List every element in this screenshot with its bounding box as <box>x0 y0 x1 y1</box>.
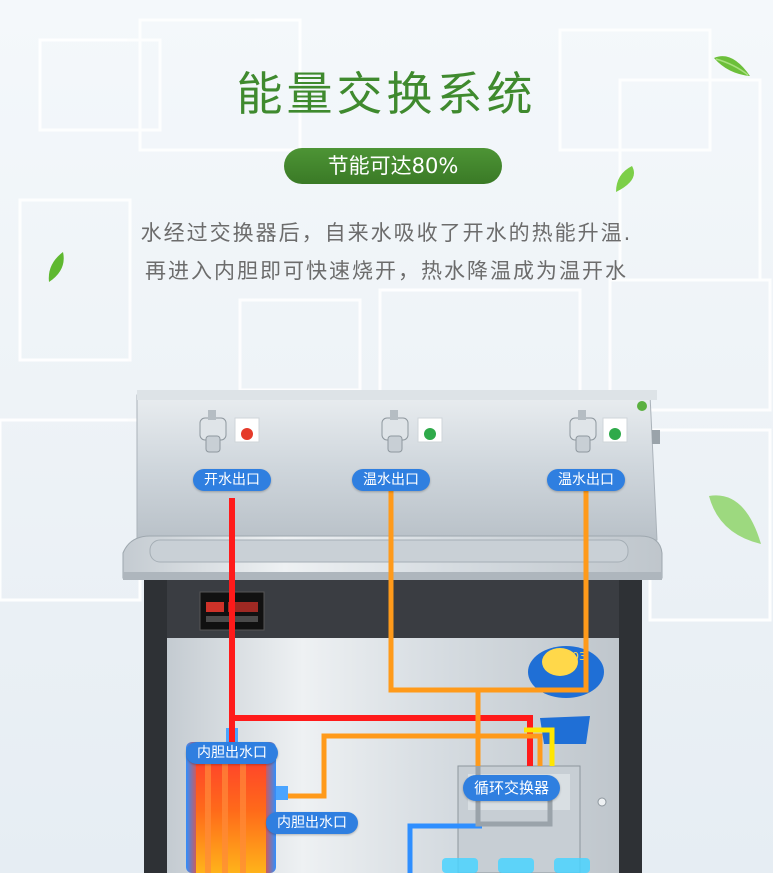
page-title: 能量交换系统 <box>236 67 537 121</box>
label-warm-outlet-2: 温水出口 <box>547 469 625 491</box>
label-warm-outlet-1: 温水出口 <box>352 469 430 491</box>
faucet-icon <box>569 410 597 453</box>
logo-icon <box>637 401 647 411</box>
description-line-2: 再进入内胆即可快速烧开，热水降温成为温开水 <box>145 259 628 283</box>
inner-tank <box>186 728 288 873</box>
warm-water-badge-icon <box>417 417 443 443</box>
description-line-1: 水经过交换器后，自来水吸收了开水的热能升温. <box>140 221 633 245</box>
faucet-icon <box>199 410 227 453</box>
label-tank-outlet-top: 内胆出水口 <box>186 742 278 764</box>
label-tank-outlet-side: 内胆出水口 <box>266 812 358 834</box>
leaf-icon <box>616 166 634 192</box>
label-boiling-outlet: 开水出口 <box>193 469 271 491</box>
faucet-icon <box>381 410 409 453</box>
label-heat-exchanger: 循环交换器 <box>463 775 561 801</box>
warm-water-badge-icon <box>602 417 628 443</box>
savings-badge: 节能可达80% <box>284 148 502 184</box>
hot-water-badge-icon <box>234 417 260 443</box>
leaf-icon <box>48 252 64 282</box>
leaf-icon <box>709 495 761 544</box>
svg-text:03: 03 <box>572 650 586 663</box>
leaf-icon <box>714 56 750 76</box>
